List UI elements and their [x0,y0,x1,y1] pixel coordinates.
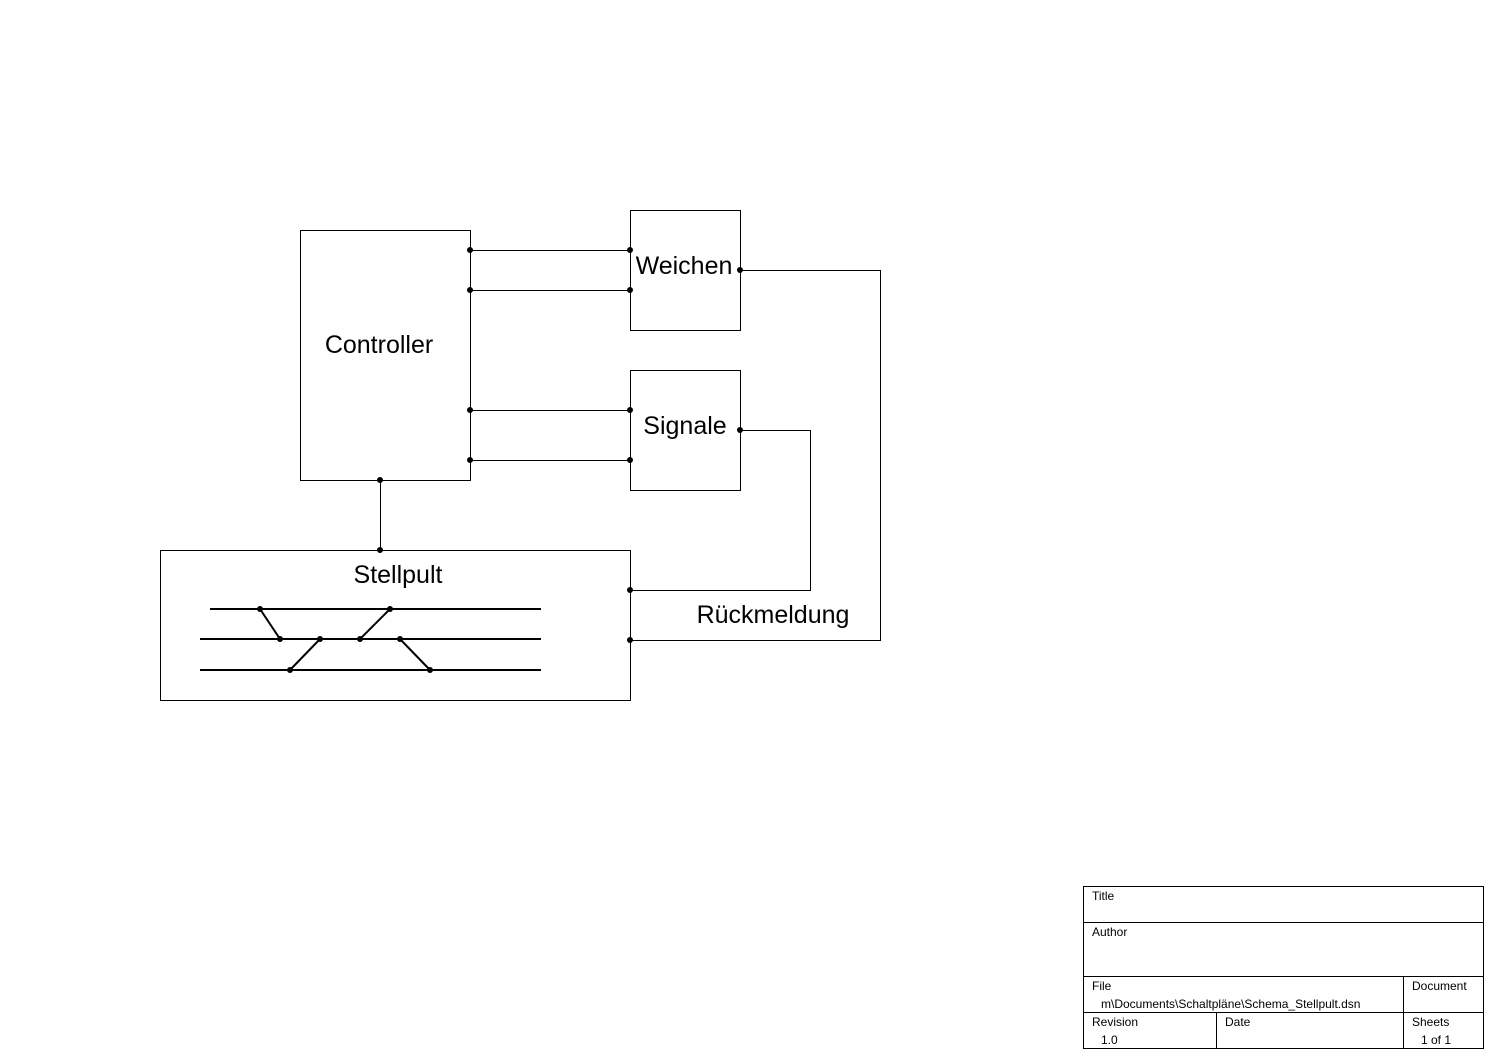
title-field-label: Title [1092,889,1115,903]
track-switch-4 [399,638,431,671]
pin-dot [467,407,473,413]
pin-dot [377,477,383,483]
pin-dot [627,587,633,593]
pin-dot [377,547,383,553]
wire-weichen-feedback [630,270,881,641]
title-block: Title Author File m\Documents\Schaltplän… [1083,886,1484,1049]
date-field-label: Date [1225,1015,1251,1029]
author-field-label: Author [1092,925,1127,939]
track-switch-2 [359,608,391,640]
pin-dot [627,407,633,413]
stellpult-block: Stellpult [160,550,631,701]
track-junction [397,636,403,642]
sheets-field-label: Sheets [1412,1015,1449,1029]
signale-block: Signale [630,370,741,491]
track-junction [287,667,293,673]
signale-label: Signale [643,412,726,440]
pins [377,247,743,643]
pin-dot [737,267,743,273]
rueckmeldung-label: Rückmeldung [697,601,850,629]
track-junction [427,667,433,673]
title-block-frame [1083,886,1484,1049]
stellpult-label: Stellpult [354,561,443,589]
stellpult-box [160,550,631,701]
file-field-label: File [1092,979,1112,993]
revision-field-label: Revision [1092,1015,1138,1029]
track-junction [387,606,393,612]
track-switch-1 [259,608,281,640]
pin-dot [467,287,473,293]
weichen-label: Weichen [636,252,733,280]
file-field-value: m\Documents\Schaltpläne\Schema_Stellpult… [1101,997,1360,1011]
controller-label: Controller [325,331,433,359]
track-switch-3 [289,638,321,671]
track-junction [317,636,323,642]
pin-dot [627,637,633,643]
track-junction [357,636,363,642]
sheets-field-value: 1 of 1 [1421,1033,1451,1047]
document-field-label: Document [1412,979,1467,993]
pin-dot [737,427,743,433]
revision-field-value: 1.0 [1101,1033,1118,1047]
controller-block: Controller [300,230,471,481]
pin-dot [467,247,473,253]
wire-signale-feedback [630,430,811,591]
track-junction [257,606,263,612]
pin-dot [467,457,473,463]
pin-dot [627,457,633,463]
weichen-block: Weichen [630,210,741,331]
track-junction [277,636,283,642]
wires [380,250,881,641]
track-diagram [200,606,541,673]
controller-box [300,230,471,481]
pin-dot [627,287,633,293]
pin-dot [627,247,633,253]
